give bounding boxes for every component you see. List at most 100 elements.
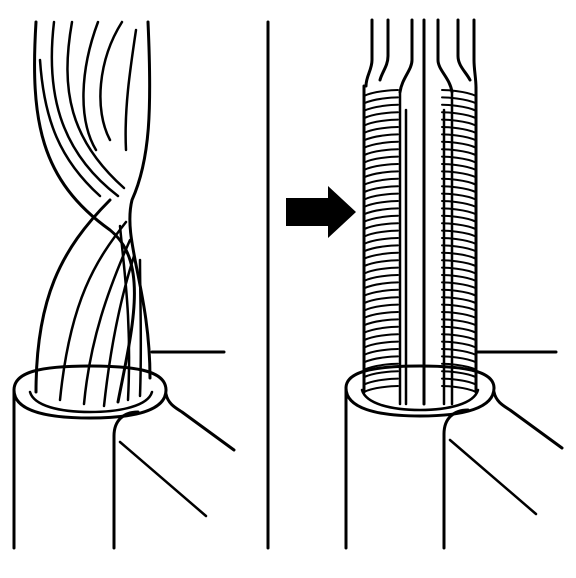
strand-outline-left	[33, 20, 136, 404]
strand-4	[99, 20, 124, 142]
strand-outline-right	[128, 20, 152, 380]
coil-ring-right	[441, 348, 477, 356]
coil-ring-right	[441, 126, 477, 134]
coil-ring-right	[441, 222, 477, 231]
coil-ring-right	[441, 288, 477, 297]
coil-ring-left	[363, 192, 399, 201]
right-panel-coiled-wire	[344, 18, 564, 550]
right-front-cylinder-edge	[442, 408, 470, 550]
coil-ring-left	[363, 370, 399, 379]
coil-ring-right	[441, 155, 477, 164]
coil-ring-left	[363, 325, 399, 334]
strand-1	[50, 20, 120, 198]
coil-ring-left	[363, 163, 399, 171]
right-top-strand-left	[364, 18, 374, 88]
coil-ring-left	[363, 214, 399, 223]
coil-ring-right	[441, 251, 477, 260]
strand-5	[124, 28, 138, 152]
coil-ring-left	[363, 126, 399, 134]
coil-ring-right	[441, 274, 477, 282]
right-top-strand-mid	[398, 18, 414, 94]
coil-ring-left	[363, 103, 399, 112]
coil-ring-left	[363, 200, 399, 208]
coil-ring-left	[363, 96, 399, 105]
coil-ring-right	[441, 333, 477, 342]
coil-ring-left	[363, 229, 399, 238]
twisted-strands	[33, 20, 152, 408]
right-cylinder-inner-rim	[360, 388, 480, 412]
coil-ring-right	[441, 118, 477, 127]
coil-ring-right	[441, 140, 477, 149]
strand-3	[82, 20, 100, 152]
coil-ring-right	[441, 237, 477, 245]
right-top-strand-left-inner	[378, 18, 390, 82]
coil-ring-left	[363, 148, 399, 157]
left-joint-curve	[164, 392, 236, 452]
coil-ring-left	[363, 140, 399, 149]
coil-ring-left	[363, 266, 399, 275]
strand-7	[58, 220, 128, 402]
coil-ring-right	[441, 96, 477, 105]
right-cylinder-top-front	[344, 386, 496, 418]
strand-9	[102, 254, 136, 408]
coil-ring-right	[441, 103, 477, 112]
left-cylinder-inner-rim	[28, 390, 154, 414]
coil-ring-right	[441, 207, 477, 216]
coil-ring-right	[441, 377, 477, 386]
left-front-cylinder-edge	[112, 410, 140, 550]
coil-ring-left	[363, 259, 399, 268]
coil-ring-left	[363, 185, 399, 194]
coil-ring-left	[363, 274, 399, 282]
coil-ring-right	[441, 185, 477, 194]
strand-10	[118, 224, 131, 402]
coil-ring-right	[441, 385, 477, 393]
coil-ring-left	[363, 303, 399, 312]
coil-rings	[363, 89, 477, 393]
strand-2	[66, 20, 126, 190]
coil-ring-left	[363, 340, 399, 349]
coil-ring-left	[363, 155, 399, 164]
coil-ring-right	[441, 163, 477, 171]
right-top-strand-edge	[472, 18, 478, 90]
coil-ring-right	[441, 177, 477, 186]
coil-ring-right	[441, 259, 477, 268]
coil-ring-right	[441, 214, 477, 223]
coil-ring-left	[363, 207, 399, 216]
coil-ring-right	[441, 340, 477, 349]
right-top-strand-right-inner	[436, 18, 454, 94]
coil-ring-left	[363, 281, 399, 290]
coil-ring-right	[441, 200, 477, 208]
coil-ring-left	[363, 362, 399, 371]
coil-ring-left	[363, 311, 399, 319]
right-front-cylinder-shade	[448, 438, 538, 516]
coil-ring-left	[363, 111, 399, 120]
coil-ring-right	[441, 89, 477, 97]
coil-ring-right	[441, 303, 477, 312]
right-top-strand-right	[456, 18, 472, 82]
coil-ring-right	[441, 244, 477, 253]
coil-ring-right	[441, 111, 477, 120]
coil-ring-left	[363, 251, 399, 260]
coil-ring-right	[441, 192, 477, 201]
strand-11	[138, 258, 143, 398]
coil-ring-left	[363, 288, 399, 297]
coil-ring-right	[441, 325, 477, 334]
coil-ring-left	[363, 333, 399, 342]
coil-ring-left	[363, 177, 399, 186]
coil-ring-right	[441, 229, 477, 238]
coil-ring-left	[363, 385, 399, 393]
coil-ring-right	[441, 296, 477, 305]
coil-ring-left	[363, 377, 399, 386]
coil-ring-left	[363, 222, 399, 231]
coil-ring-left	[363, 170, 399, 179]
left-cylinder-top-front	[12, 388, 168, 420]
coil-ring-left	[363, 118, 399, 127]
coil-ring-right	[441, 170, 477, 179]
coil-ring-left	[363, 296, 399, 305]
coil-ring-right	[441, 370, 477, 379]
right-joint-curve	[492, 390, 564, 450]
right-cylinder-top-back	[344, 364, 496, 390]
coil-ring-right	[441, 281, 477, 290]
coil-ring-right	[441, 148, 477, 157]
